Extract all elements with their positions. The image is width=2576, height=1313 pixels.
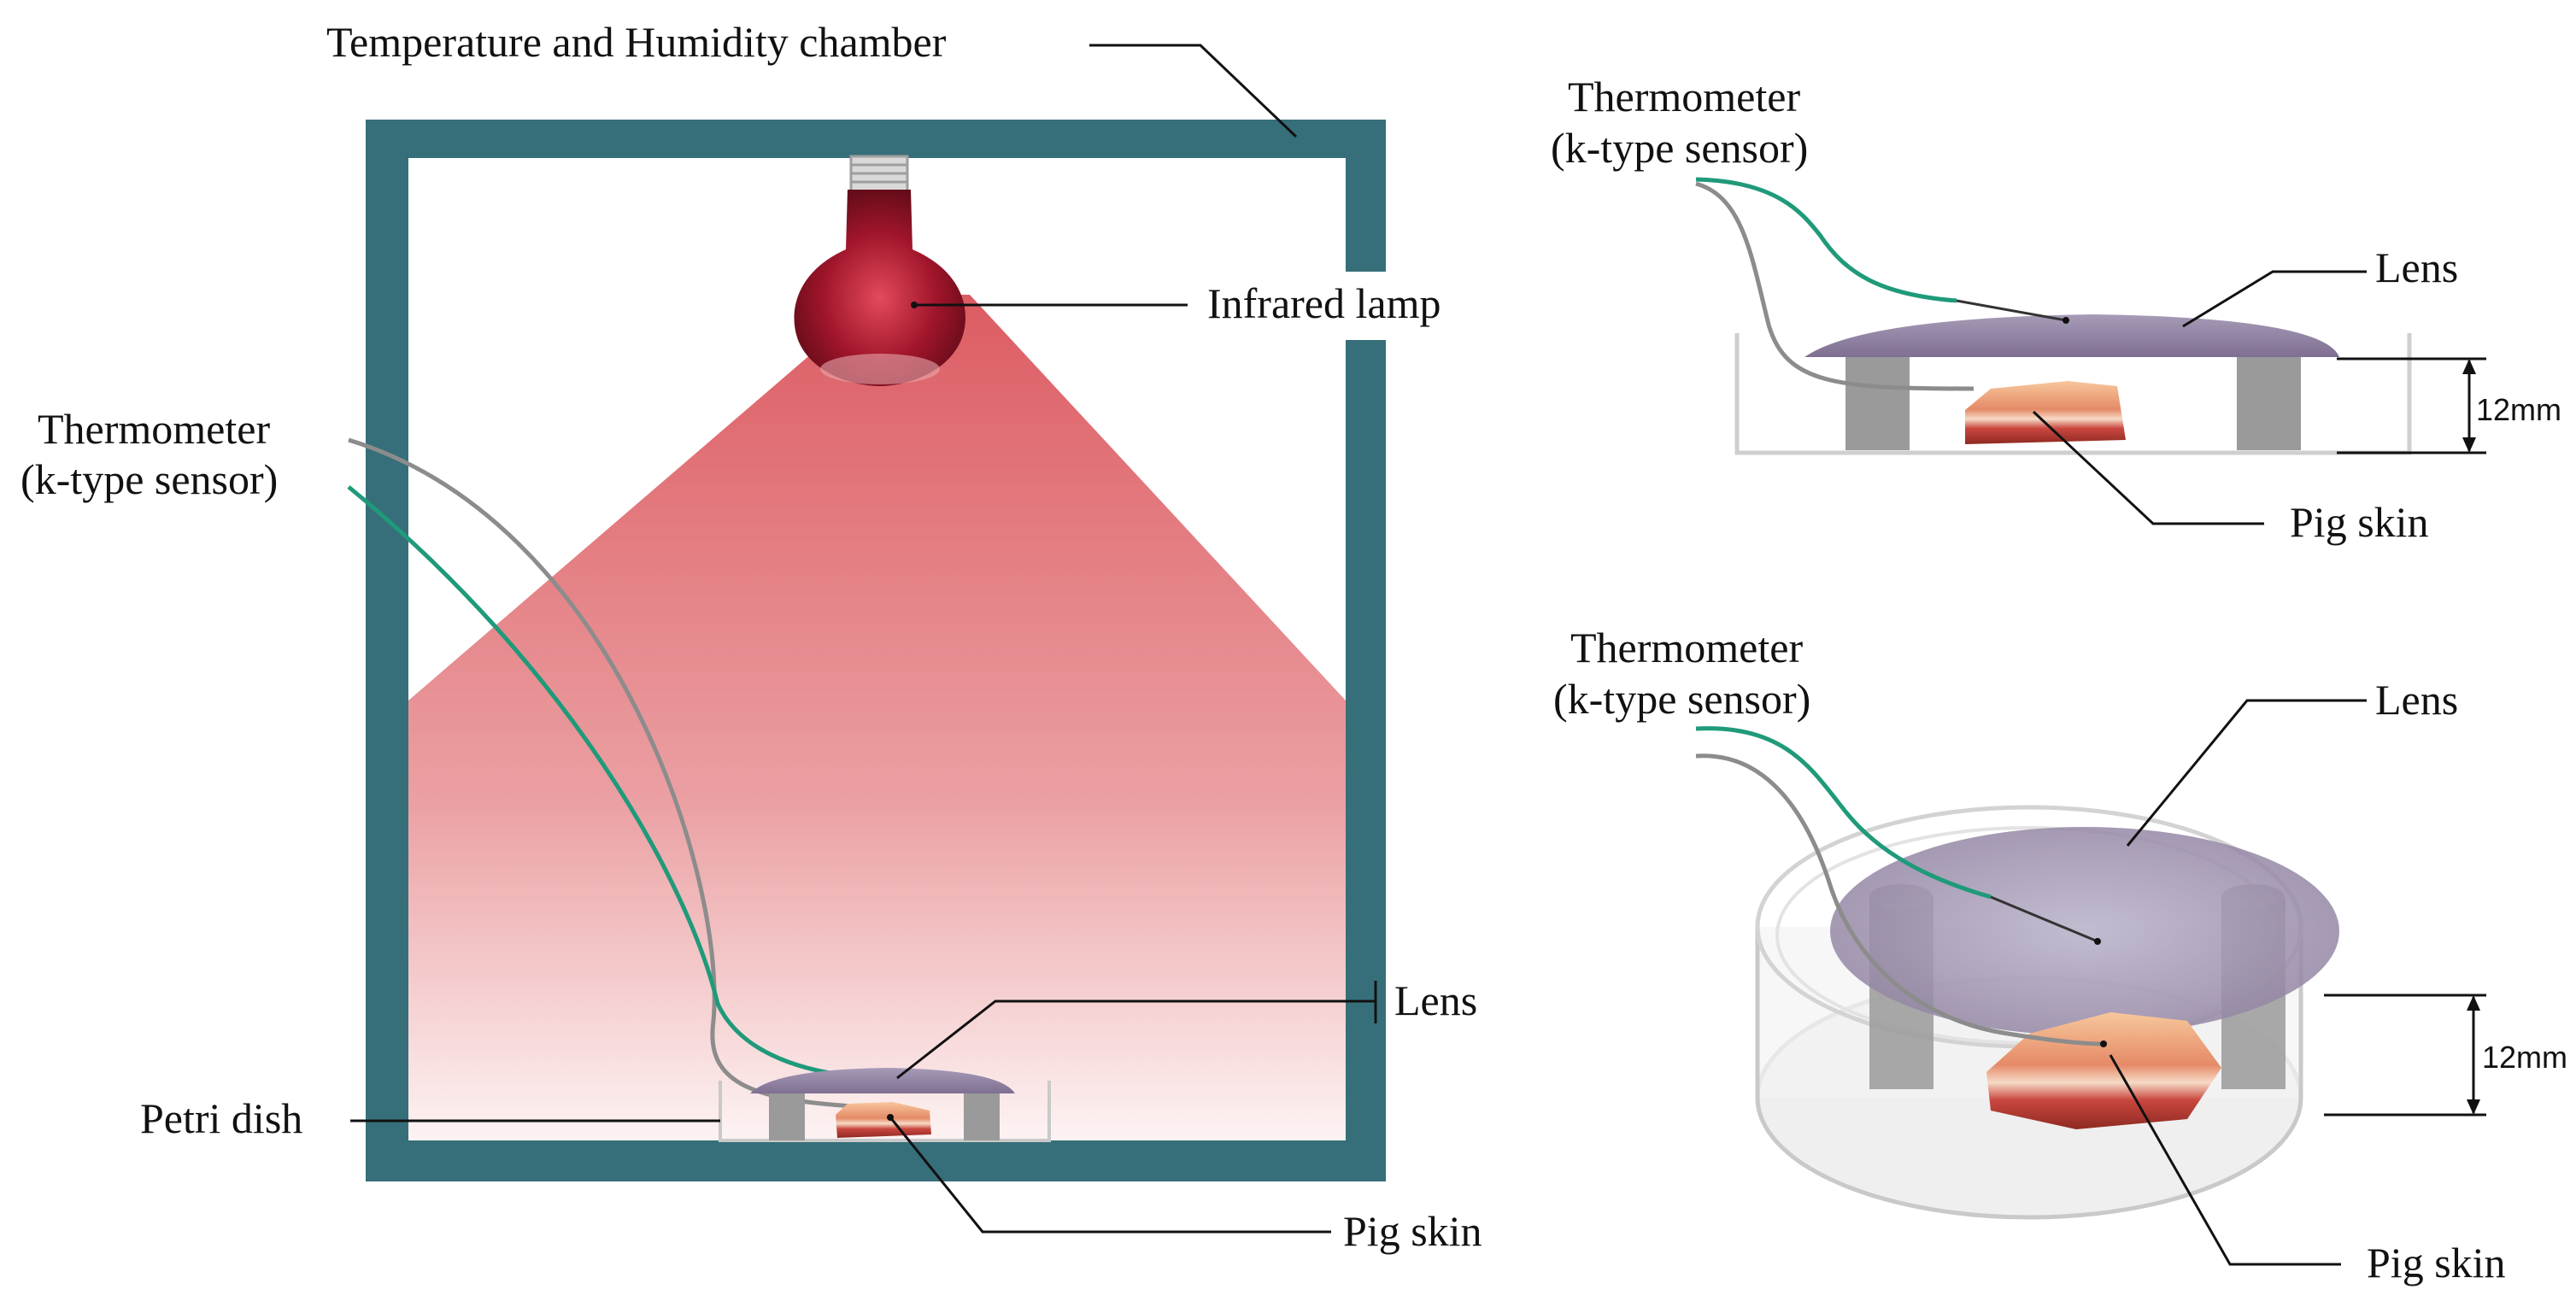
dimension-label-iso: 12mm bbox=[2482, 1040, 2567, 1075]
thermometer-iso-line1: Thermometer bbox=[1570, 624, 1803, 671]
dimension-label-side: 12mm bbox=[2476, 392, 2561, 427]
isometric-leader-lines bbox=[2109, 699, 2486, 1266]
support-post-left bbox=[769, 1093, 805, 1140]
pig-skin-label-iso: Pig skin bbox=[2367, 1239, 2506, 1287]
side-view-group bbox=[1695, 177, 2412, 455]
pig-skin-label-side: Pig skin bbox=[2290, 498, 2429, 546]
pig-skin-label-main: Pig skin bbox=[1343, 1207, 1482, 1255]
sensor-wire-green-side bbox=[1695, 177, 1957, 303]
lens-label-iso: Lens bbox=[2375, 676, 2458, 724]
support-post-left bbox=[1845, 355, 1910, 450]
sensor-wire-gray-side bbox=[1695, 181, 1975, 391]
sensor-wire-gray-iso bbox=[1695, 753, 2104, 1046]
lens-label-side: Lens bbox=[2375, 243, 2458, 291]
pig-skin-sample-iso bbox=[1986, 1012, 2221, 1129]
side-view-leader-lines bbox=[2032, 270, 2486, 525]
lens-side bbox=[1804, 314, 2339, 357]
main-leader-lines bbox=[350, 44, 1377, 1234]
pig-skin-sample-main bbox=[836, 1102, 931, 1138]
infrared-lamp bbox=[794, 155, 966, 386]
sensor-wire-green bbox=[347, 485, 894, 1081]
sensor-wire-green-iso bbox=[1695, 726, 1992, 900]
pig-skin-sample-side bbox=[1965, 381, 2126, 444]
lamp-bulb-icon bbox=[794, 190, 966, 386]
isometric-view-group bbox=[1695, 726, 2339, 1220]
thermometer-side-line1: Thermometer bbox=[1568, 73, 1800, 120]
lens-main bbox=[750, 1068, 1015, 1093]
thermometer-label-line2: (k-type sensor) bbox=[21, 455, 278, 503]
chamber-label: Temperature and Humidity chamber bbox=[326, 18, 947, 66]
thermometer-label-line1: Thermometer bbox=[38, 405, 270, 453]
lens-label-main: Lens bbox=[1394, 976, 1477, 1024]
infrared-lamp-label: Infrared lamp bbox=[1207, 279, 1441, 327]
petri-dish-label: Petri dish bbox=[140, 1094, 302, 1142]
thermometer-iso-line2: (k-type sensor) bbox=[1553, 675, 1810, 723]
support-post-right bbox=[2237, 355, 2301, 450]
support-post-right bbox=[964, 1093, 1000, 1140]
thermometer-side-line2: (k-type sensor) bbox=[1551, 124, 1808, 172]
chamber-group bbox=[347, 120, 1386, 1181]
lens-iso bbox=[1830, 827, 2339, 1035]
infrared-light-cone bbox=[408, 295, 1346, 1140]
petri-dish-main bbox=[719, 1068, 1051, 1142]
chamber-port-opening bbox=[1346, 272, 1386, 340]
